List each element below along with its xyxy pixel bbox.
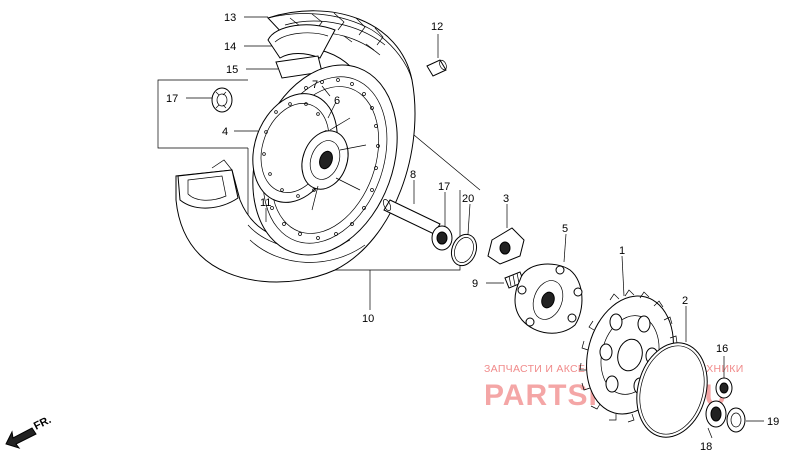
driven-flange <box>514 263 583 334</box>
callout-4: 4 <box>222 126 228 138</box>
callout-12: 12 <box>431 21 443 33</box>
dust-seal-left <box>211 87 233 113</box>
callout-17-left: 17 <box>166 93 178 105</box>
callout-2: 2 <box>682 295 688 307</box>
callout-19: 19 <box>767 416 779 428</box>
bearing-16 <box>715 377 733 399</box>
bearing-18 <box>705 400 727 428</box>
bearing <box>431 225 453 251</box>
callout-1: 1 <box>619 245 625 257</box>
dust-seal-19 <box>726 407 746 433</box>
callout-13: 13 <box>224 12 236 24</box>
callout-3: 3 <box>503 193 509 205</box>
callout-5: 5 <box>562 223 568 235</box>
callout-7: 7 <box>312 79 318 91</box>
inner-tube <box>267 24 336 59</box>
callout-11: 11 <box>260 197 271 209</box>
callout-6: 6 <box>334 95 340 107</box>
collar <box>382 199 441 235</box>
callout-9: 9 <box>472 278 478 290</box>
front-direction-label: FR. <box>32 414 53 433</box>
wheel-hub <box>301 117 367 211</box>
leader-lines <box>186 16 764 439</box>
callout-15: 15 <box>226 64 238 76</box>
callout-18: 18 <box>700 441 712 453</box>
callout-14: 14 <box>224 41 236 53</box>
valve-cap <box>426 59 447 77</box>
large-o-ring <box>636 342 708 438</box>
callout-17-right: 17 <box>438 181 450 193</box>
callout-20: 20 <box>462 193 474 205</box>
callout-8: 8 <box>410 169 416 181</box>
o-ring <box>450 233 478 267</box>
callout-10: 10 <box>362 313 374 325</box>
damper-rubber <box>487 227 525 265</box>
front-direction-arrow: FR. <box>5 414 53 449</box>
callout-16: 16 <box>716 343 728 355</box>
callout-labels: 13 14 15 17 4 7 6 11 12 8 17 20 3 5 9 10… <box>166 12 779 453</box>
